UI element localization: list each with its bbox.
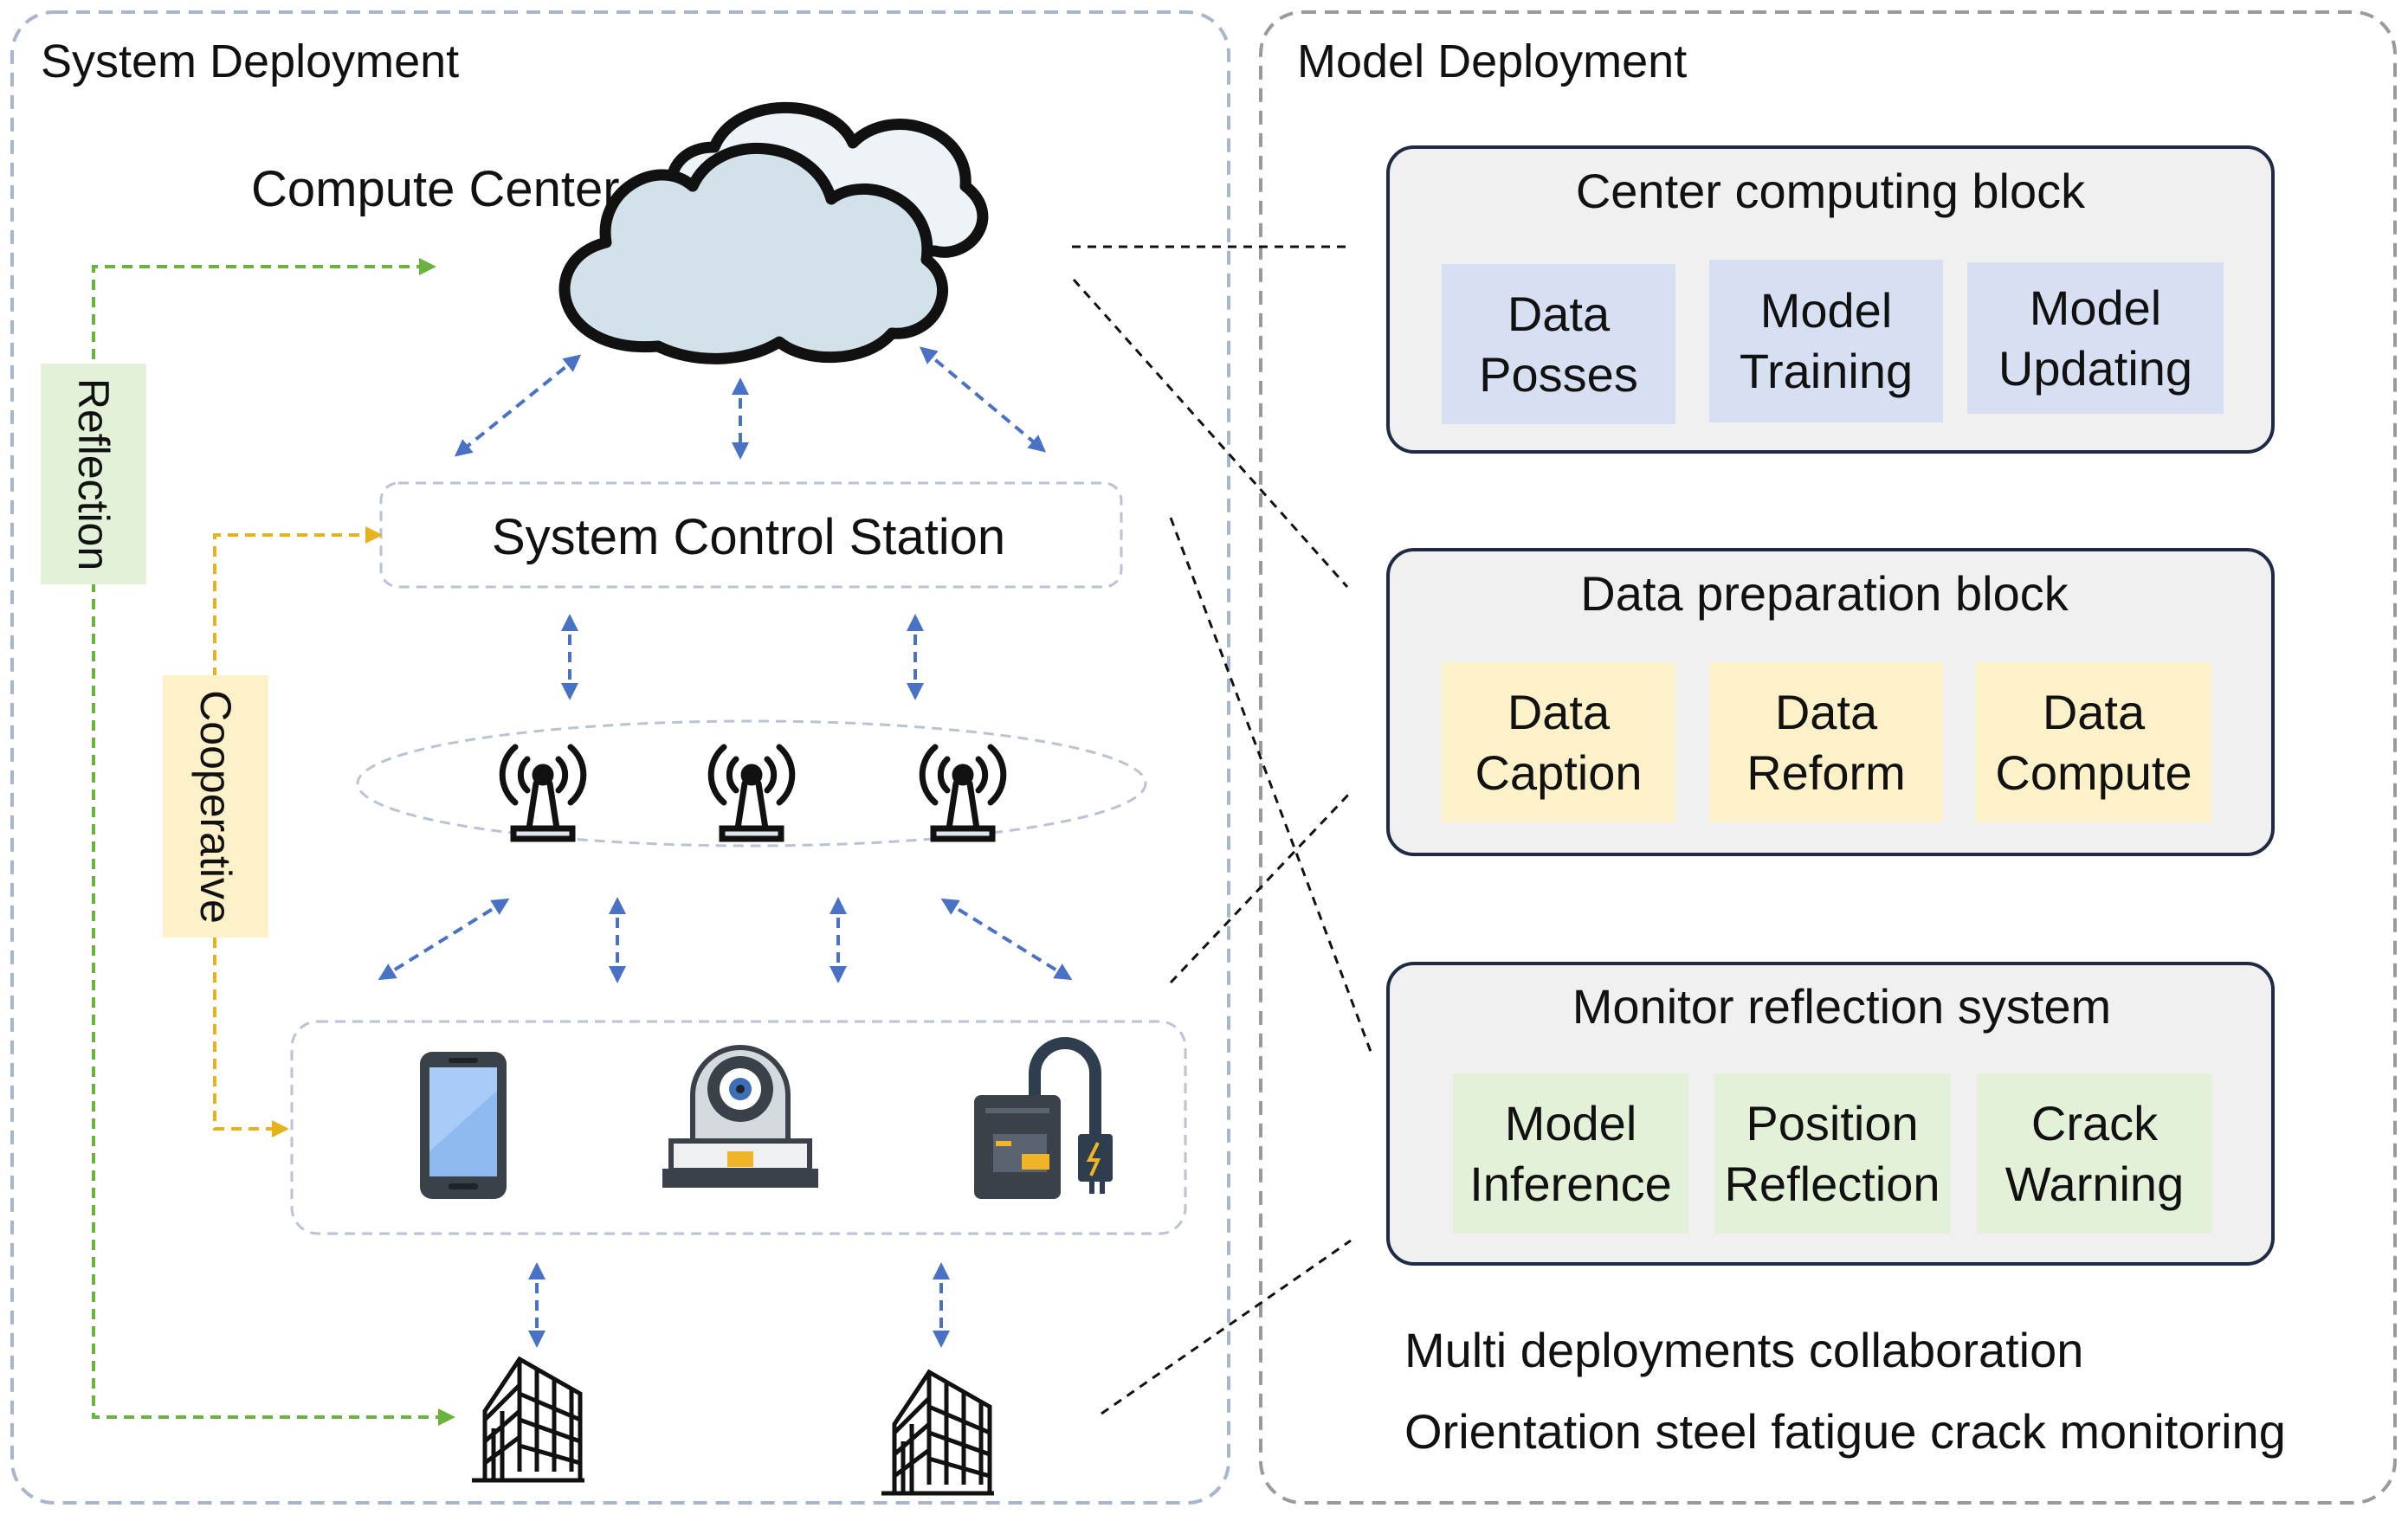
tile-bg <box>1967 262 2224 414</box>
cloud-icon <box>558 101 989 364</box>
cooperative-label-bg <box>163 675 268 938</box>
tile-bg <box>1977 1073 2212 1234</box>
crack-warning-tile: Crack Warning <box>2005 1095 2185 1211</box>
model-training-tile: Model Training <box>1739 283 1914 398</box>
model-deployment-title: Model Deployment <box>1297 35 1688 87</box>
tile-bg <box>1442 264 1675 424</box>
power-unit-icon <box>974 1037 1113 1199</box>
control-station-label: System Control Station <box>492 509 1006 565</box>
system-deployment-panel <box>10 10 1230 1505</box>
device-box <box>290 1020 1187 1235</box>
antenna-network-ellipse <box>356 719 1147 848</box>
reflection-label-bg <box>41 364 146 584</box>
panel-connector-lines <box>1072 245 1374 1415</box>
data-caption-tile: Data Caption <box>1475 684 1643 800</box>
model-deployment-panel <box>1259 10 2397 1505</box>
camera-icon <box>662 1045 818 1188</box>
tile-bg <box>1442 662 1675 822</box>
data-compute-tile: Data Compute <box>1995 684 2192 800</box>
tile-bg <box>1709 260 1943 422</box>
block-title: Monitor reflection system <box>1572 979 2112 1034</box>
building-icon <box>472 1356 994 1496</box>
block-title: Data preparation block <box>1580 566 2069 621</box>
data-reform-tile: Data Reform <box>1746 684 1906 800</box>
reflection-loop-arrow <box>92 258 455 1426</box>
compute-center-label: Compute Center <box>251 161 620 217</box>
antenna-icon <box>499 744 1007 842</box>
tile-bg <box>1453 1073 1688 1234</box>
reflection-label: Reflection <box>69 377 118 570</box>
model-updating-tile: Model Updating <box>1998 280 2193 396</box>
tile-bg <box>1976 662 2211 822</box>
tile-bg <box>1714 1073 1950 1234</box>
system-deployment-title: System Deployment <box>41 35 460 87</box>
connection-arrows <box>378 346 1073 1348</box>
block-title: Center computing block <box>1575 164 2086 218</box>
smartphone-icon <box>420 1052 507 1199</box>
cooperative-label: Cooperative <box>191 689 241 924</box>
footer-line-1: Multi deployments collaboration <box>1404 1323 2084 1377</box>
footer-line-2: Orientation steel fatigue crack monitori… <box>1404 1404 2286 1459</box>
model-inference-tile: Model Inference <box>1469 1095 1672 1211</box>
data-posses-tile: Data Posses <box>1479 286 1638 402</box>
cooperative-loop-arrow <box>213 526 383 1138</box>
position-reflection-tile: Position Reflection <box>1724 1095 1940 1211</box>
tile-bg <box>1709 662 1943 822</box>
